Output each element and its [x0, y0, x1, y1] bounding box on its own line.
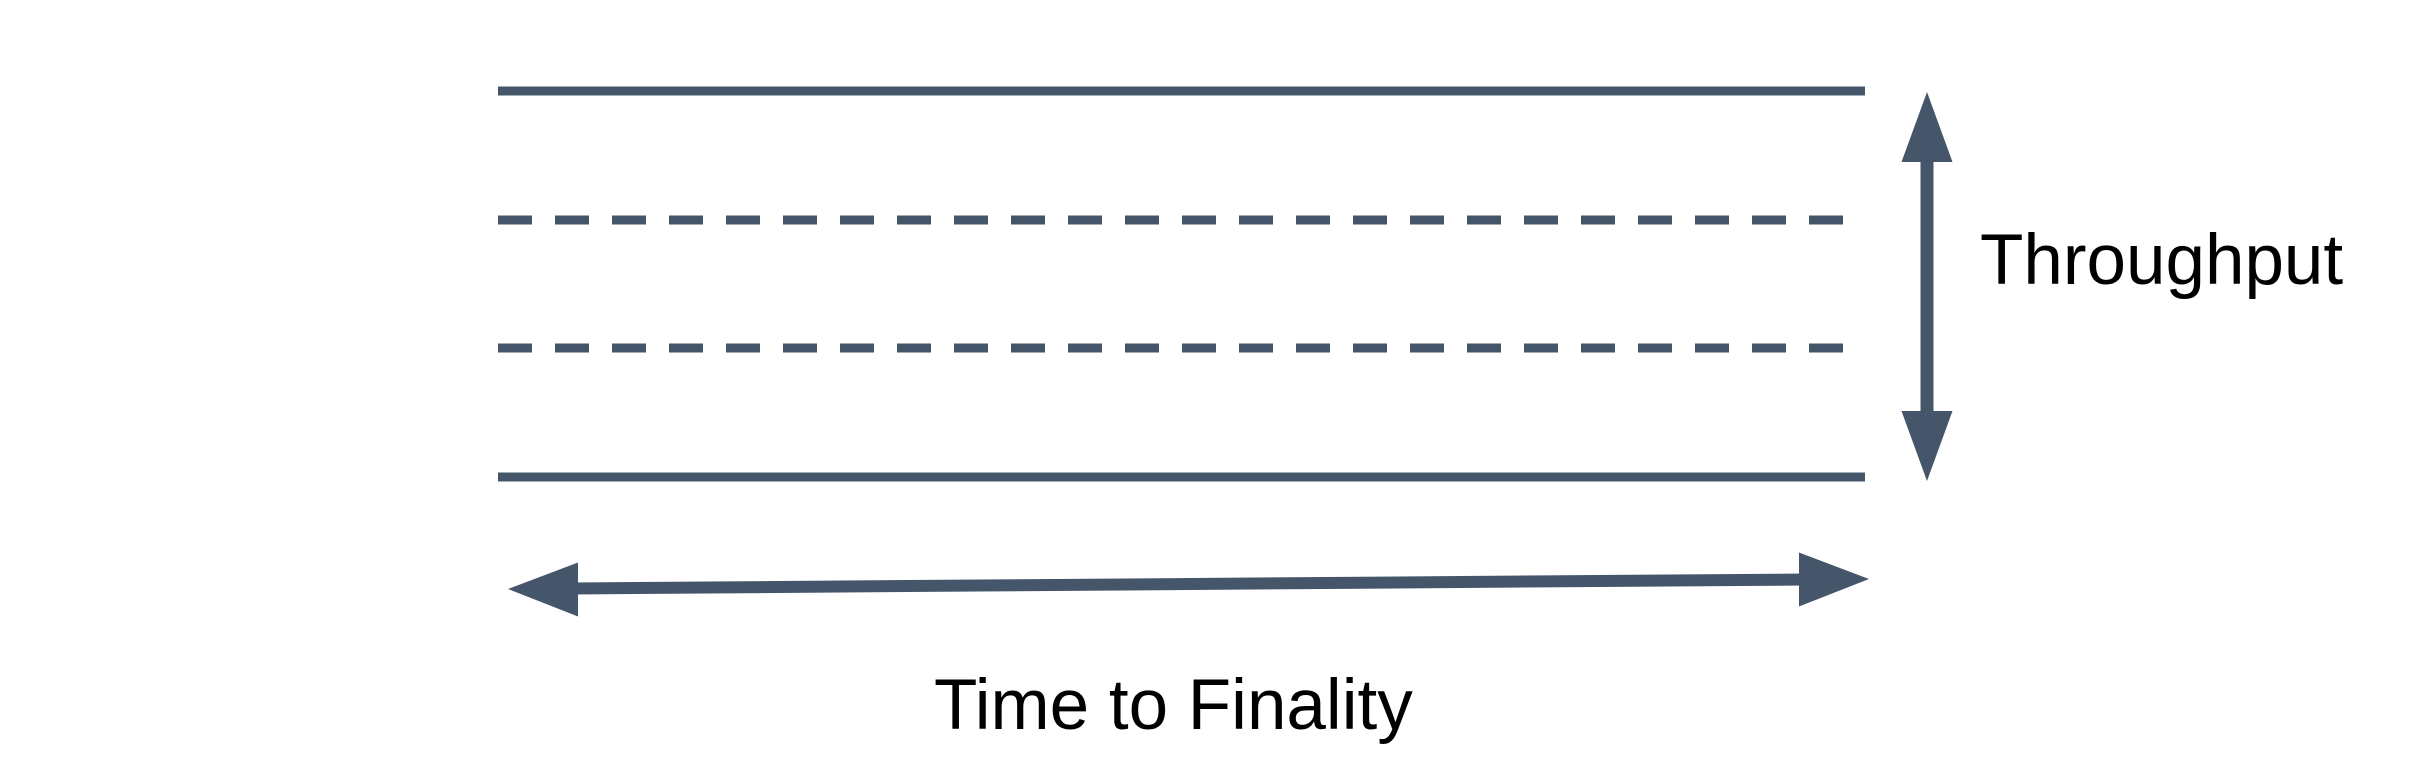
throughput-arrow-down-head-icon — [1901, 411, 1953, 481]
band-lines — [498, 86, 1865, 482]
time-to-finality-arrow-right-head-icon — [1799, 552, 1869, 607]
time-to-finality-arrow-left-head-icon — [508, 562, 578, 617]
time-to-finality-arrow-shaft — [571, 573, 1806, 595]
time-to-finality-arrow — [508, 552, 1869, 617]
throughput-label: Throughput — [1980, 221, 2344, 300]
throughput-arrow-up-head-icon — [1901, 92, 1953, 162]
throughput-arrow — [1901, 92, 1953, 481]
time-to-finality-label: Time to Finality — [934, 666, 1413, 745]
